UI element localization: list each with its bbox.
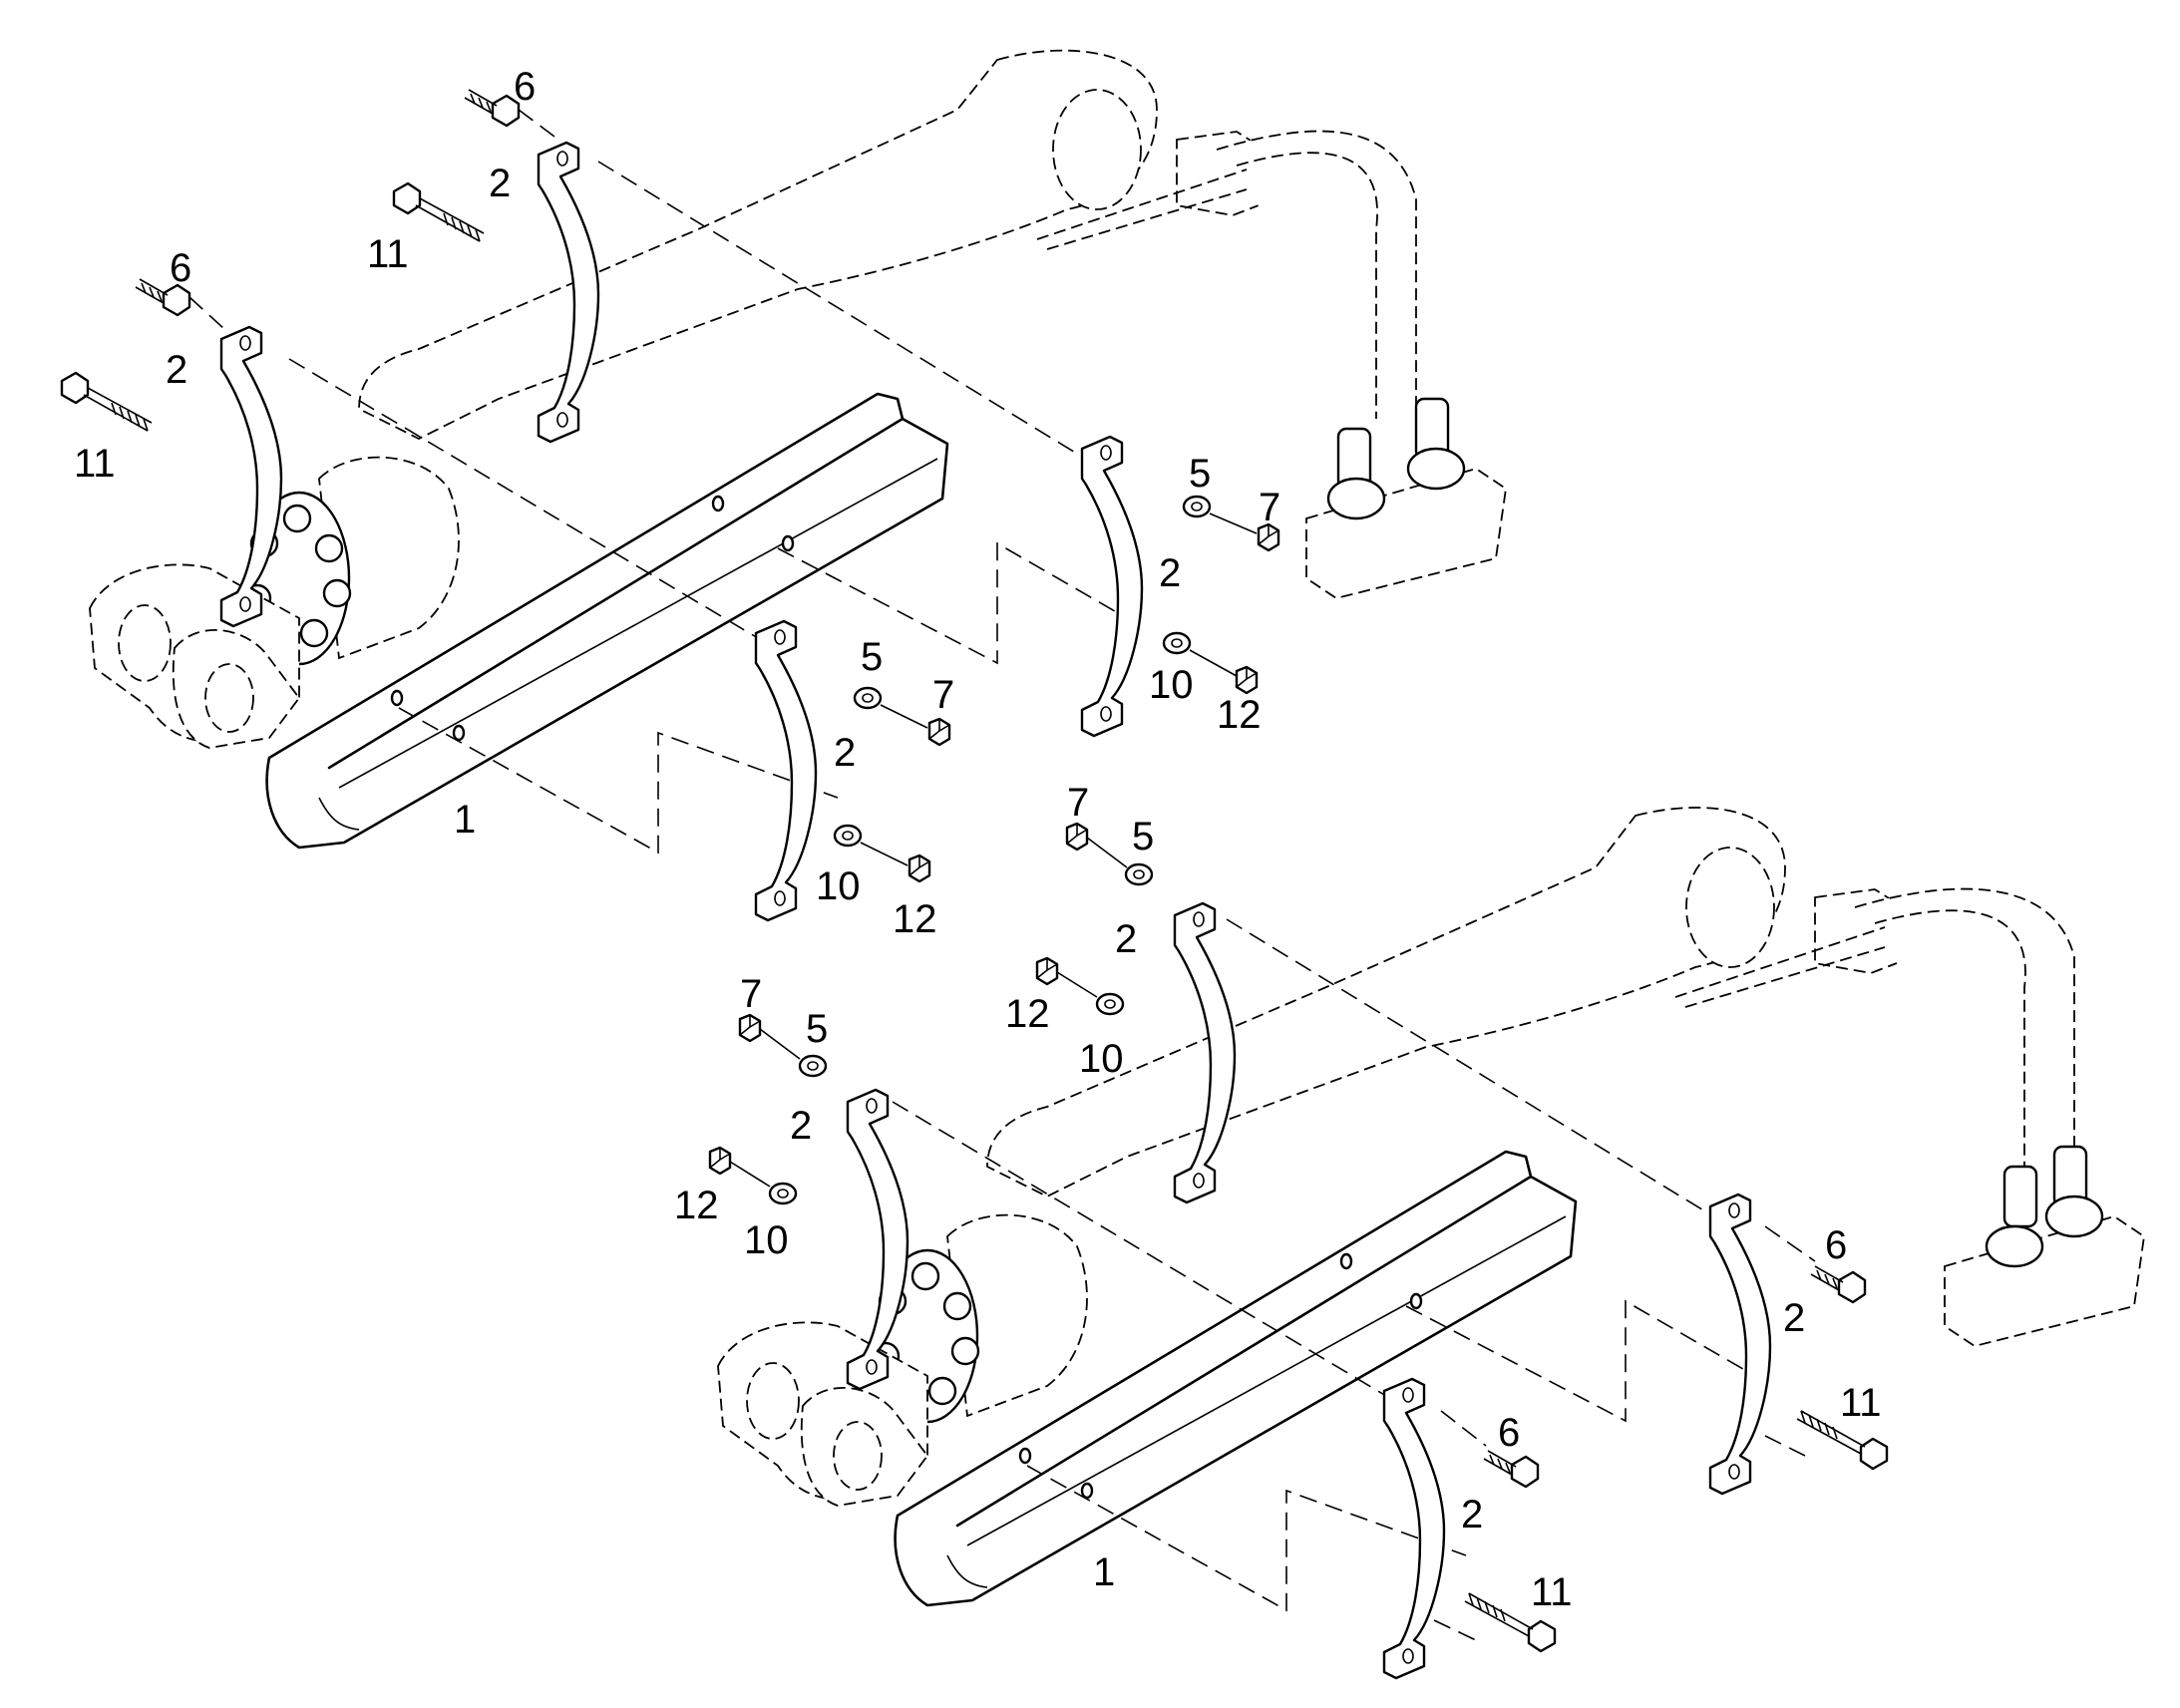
callout-label: 2 <box>1461 1493 1483 1537</box>
lower-nut-7-b <box>738 1013 762 1043</box>
callout-label: 5 <box>1189 452 1211 496</box>
lower-cylinder-barrel <box>946 1213 1088 1418</box>
upper-clamp-d <box>754 619 818 922</box>
callout-label: 2 <box>834 731 856 775</box>
lower-clevis-bore-2 <box>833 1421 883 1491</box>
callout-label: 5 <box>861 635 883 679</box>
callout-label: 2 <box>1115 917 1137 961</box>
upper-leader-1 <box>597 161 1078 455</box>
callout-label: 7 <box>1067 781 1089 825</box>
callout-label: 11 <box>74 442 116 486</box>
upper-tube <box>1036 169 1248 250</box>
upper-washer-5-a <box>1182 495 1212 518</box>
upper-clevis-bore-2 <box>204 663 254 733</box>
upper-assembly <box>60 49 1507 922</box>
lower-washer-5-b <box>798 1054 828 1078</box>
callout-label: 5 <box>1132 815 1154 858</box>
callout-label: 12 <box>1217 693 1262 737</box>
upper-leader-2 <box>288 358 759 639</box>
lower-eye-bore <box>1685 847 1775 968</box>
lower-guard-inner <box>946 1215 1567 1588</box>
upper-hose-fittings <box>1326 397 1466 520</box>
lower-washer-5-a <box>1124 862 1154 886</box>
lower-clamp-c <box>1708 1193 1772 1496</box>
callout-label: 10 <box>1079 1037 1124 1081</box>
upper-bolt-6-a <box>463 88 521 128</box>
upper-nut-12-b <box>908 854 931 883</box>
lower-bolt-6-b <box>1482 1449 1540 1489</box>
upper-leader-3 <box>398 707 839 854</box>
upper-cylinder-barrel <box>318 456 460 660</box>
lower-assembly <box>708 807 2145 1680</box>
callout-label: 6 <box>514 65 536 109</box>
lower-clevis-bore-1 <box>746 1362 800 1440</box>
callout-label: 7 <box>1259 486 1280 529</box>
callout-label: 1 <box>1093 1550 1115 1594</box>
upper-bolt-11-b <box>60 371 154 433</box>
upper-washer-5-b <box>853 686 883 710</box>
upper-callouts: 6 2 11 6 2 11 5 7 2 10 12 5 7 2 1 10 12 <box>74 65 1280 941</box>
upper-hose-2 <box>1236 152 1378 419</box>
upper-nut-12-a <box>1235 665 1259 695</box>
callout-label: 6 <box>1825 1223 1847 1267</box>
upper-valve-block <box>1305 468 1507 599</box>
callout-label: 2 <box>166 348 187 392</box>
lower-hose-2 <box>1874 909 2026 1196</box>
upper-cylinder-eye <box>358 49 1158 441</box>
lower-nut-7-a <box>1065 822 1089 852</box>
callout-label: 2 <box>790 1104 812 1148</box>
callout-label: 6 <box>1498 1411 1520 1455</box>
callout-label: 1 <box>454 798 476 842</box>
upper-guard-inner <box>318 458 938 831</box>
lower-valve-block <box>1944 1215 2145 1347</box>
lower-callouts: 7 5 2 12 10 7 5 2 12 10 6 2 11 6 2 11 1 <box>674 781 1882 1614</box>
callout-label: 10 <box>744 1218 789 1262</box>
upper-clevis-bore-1 <box>118 604 172 682</box>
lower-leader-4 <box>1405 1299 1756 1423</box>
lower-guard <box>894 1150 1578 1607</box>
upper-washer-10-a <box>1162 631 1192 655</box>
callout-label: 5 <box>806 1007 828 1051</box>
callout-label: 11 <box>367 232 409 276</box>
callout-label: 7 <box>932 673 954 717</box>
callout-label: 2 <box>1783 1296 1805 1340</box>
lower-washer-10-b <box>768 1182 798 1205</box>
callout-label: 12 <box>893 897 937 941</box>
callout-label: 10 <box>1149 663 1194 707</box>
callout-label: 7 <box>740 972 762 1016</box>
upper-guard <box>265 392 949 850</box>
lower-nut-12-a <box>1035 956 1059 986</box>
lower-clamp-d <box>1382 1377 1446 1680</box>
callout-label: 12 <box>674 1184 719 1227</box>
lower-cylinder-eye <box>986 807 1786 1198</box>
lower-leader-2 <box>892 1101 1387 1397</box>
callout-label: 2 <box>489 162 511 205</box>
upper-clamp-c <box>1080 435 1144 738</box>
callout-label: 2 <box>1159 551 1181 595</box>
lower-leader-3 <box>1026 1465 1467 1612</box>
callout-label: 6 <box>170 246 191 290</box>
lower-tube <box>1674 926 1886 1008</box>
lower-hose-fittings <box>1985 1145 2104 1268</box>
lower-leader-1 <box>1226 918 1706 1212</box>
upper-nut-7-b <box>927 717 951 747</box>
upper-washer-10-b <box>833 824 863 848</box>
callout-label: 11 <box>1840 1381 1882 1425</box>
lower-bolt-6-a <box>1809 1264 1867 1304</box>
callout-label: 11 <box>1531 1570 1573 1614</box>
lower-washer-10-a <box>1095 992 1125 1016</box>
callout-label: 12 <box>1005 992 1050 1036</box>
upper-eye-bore <box>1052 89 1142 210</box>
callout-label: 10 <box>816 864 861 908</box>
lower-nut-12-b <box>708 1146 732 1176</box>
upper-leader-4 <box>777 541 1128 665</box>
